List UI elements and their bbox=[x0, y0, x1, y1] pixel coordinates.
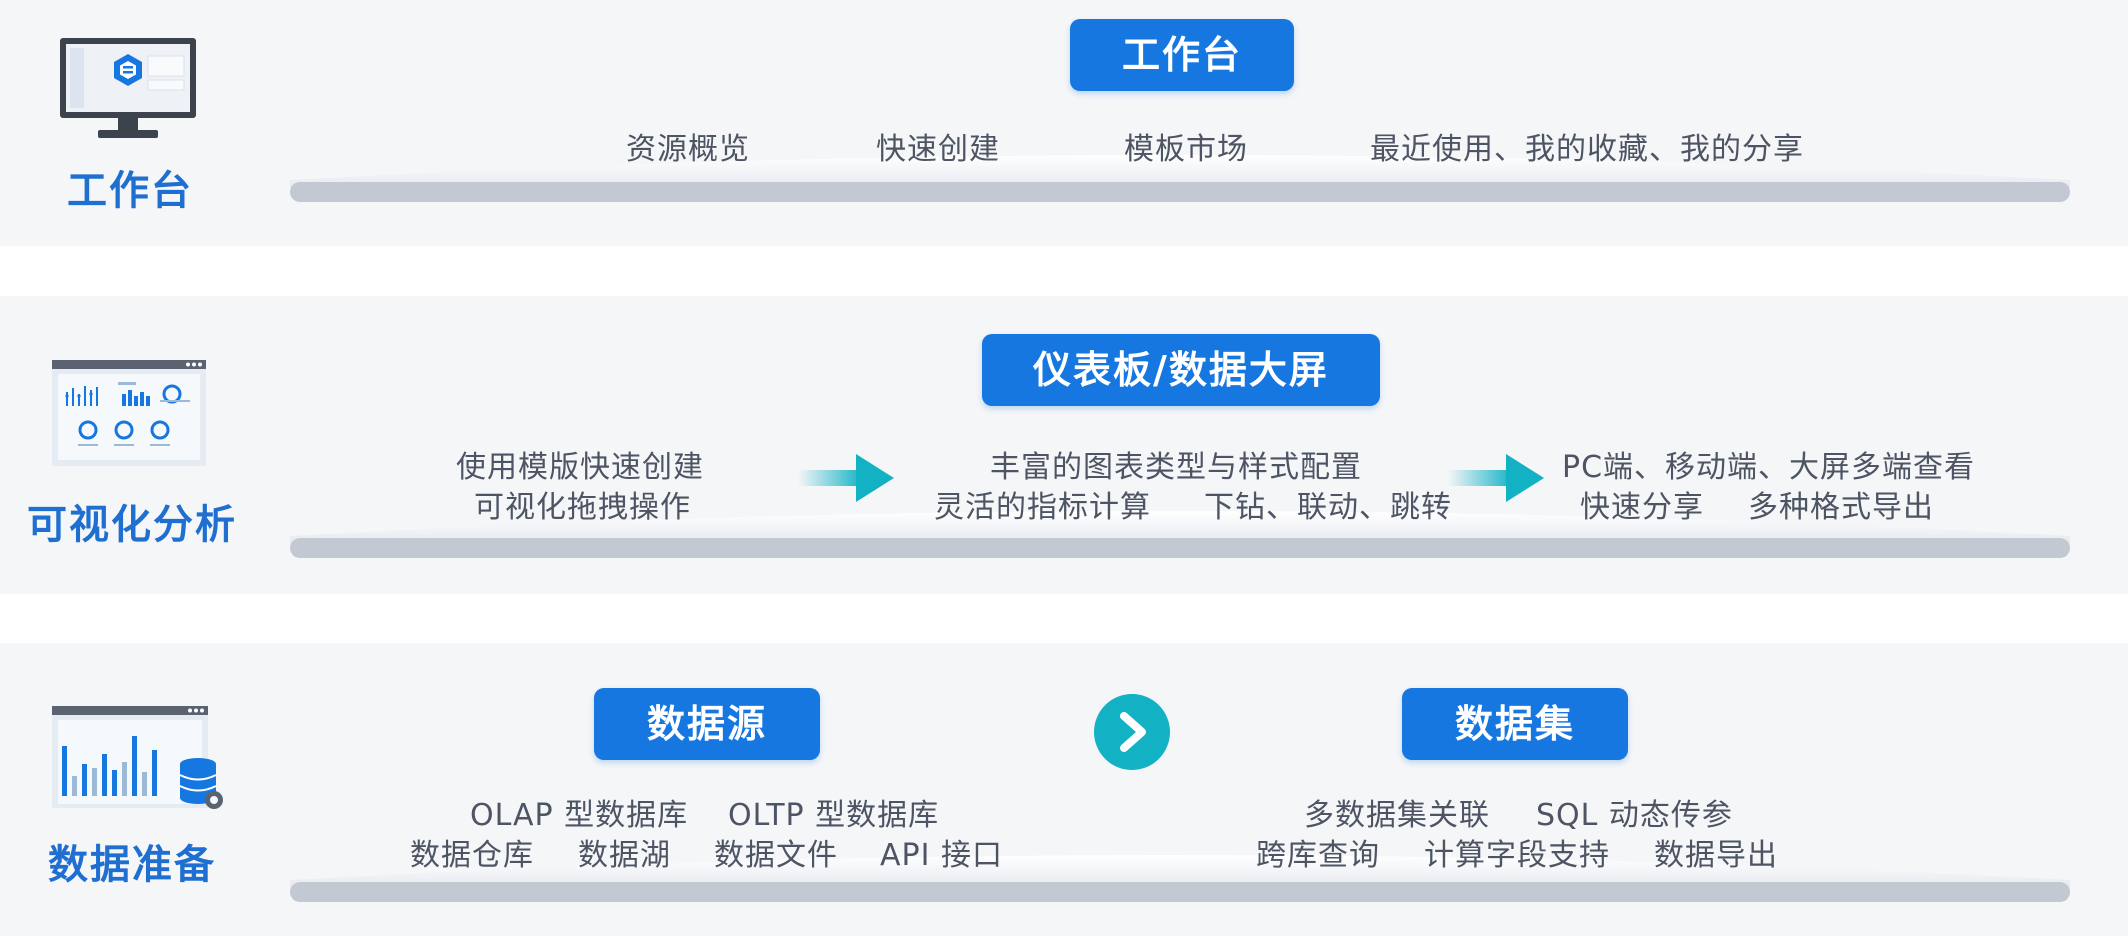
prep-left-item-files: 数据文件 bbox=[714, 838, 838, 873]
prep-right-item-export: 数据导出 bbox=[1654, 838, 1778, 873]
prep-left-line1b: OLTP 型数据库 bbox=[728, 798, 940, 833]
visual-col2-line2b: 下钻、联动、跳转 bbox=[1204, 490, 1452, 525]
workbench-item-overview: 资源概览 bbox=[626, 132, 750, 167]
visual-platform bbox=[290, 496, 2070, 564]
prep-right-line1a: 多数据集关联 bbox=[1304, 798, 1490, 833]
visual-col2-line2a: 灵活的指标计算 bbox=[934, 490, 1151, 525]
workbench-item-template-market: 模板市场 bbox=[1124, 132, 1248, 167]
prep-platform bbox=[290, 840, 2070, 908]
workbench-pill: 工作台 bbox=[1070, 19, 1294, 91]
arrow-right-icon bbox=[798, 454, 898, 506]
visual-col3-line2b: 多种格式导出 bbox=[1748, 490, 1934, 525]
dashboard-icon bbox=[52, 360, 206, 470]
bar-chart-database-icon bbox=[52, 706, 228, 820]
visual-col2-line1: 丰富的图表类型与样式配置 bbox=[990, 450, 1362, 485]
workbench-item-quick-create: 快速创建 bbox=[876, 132, 1000, 167]
data-source-pill: 数据源 bbox=[594, 688, 820, 760]
dataset-pill: 数据集 bbox=[1402, 688, 1628, 760]
visual-col1-line1: 使用模版快速创建 bbox=[456, 450, 704, 485]
visual-analysis-label: 可视化分析 bbox=[27, 502, 237, 548]
prep-left-item-api: API 接口 bbox=[880, 838, 1003, 873]
prep-right-item-calc-field: 计算字段支持 bbox=[1424, 838, 1610, 873]
prep-left-item-lake: 数据湖 bbox=[578, 838, 671, 873]
prep-right-line1b: SQL 动态传参 bbox=[1536, 798, 1733, 833]
data-prep-label: 数据准备 bbox=[48, 842, 216, 888]
workbench-platform bbox=[290, 140, 2070, 208]
workbench-label: 工作台 bbox=[67, 168, 193, 214]
workbench-item-recent: 最近使用、我的收藏、我的分享 bbox=[1370, 132, 1804, 167]
dashboard-screen-pill: 仪表板/数据大屏 bbox=[982, 334, 1380, 406]
visual-col1-line2: 可视化拖拽操作 bbox=[474, 490, 691, 525]
monitor-icon bbox=[58, 36, 198, 146]
circle-chevron-icon bbox=[1094, 694, 1170, 770]
visual-col3-line1: PC端、移动端、大屏多端查看 bbox=[1562, 450, 1976, 485]
prep-left-item-warehouse: 数据仓库 bbox=[410, 838, 534, 873]
visual-col3-line2a: 快速分享 bbox=[1580, 490, 1704, 525]
prep-right-item-cross-db: 跨库查询 bbox=[1256, 838, 1380, 873]
workbench-band bbox=[0, 0, 2128, 246]
arrow-right-icon bbox=[1448, 454, 1548, 506]
prep-left-line1a: OLAP 型数据库 bbox=[470, 798, 689, 833]
